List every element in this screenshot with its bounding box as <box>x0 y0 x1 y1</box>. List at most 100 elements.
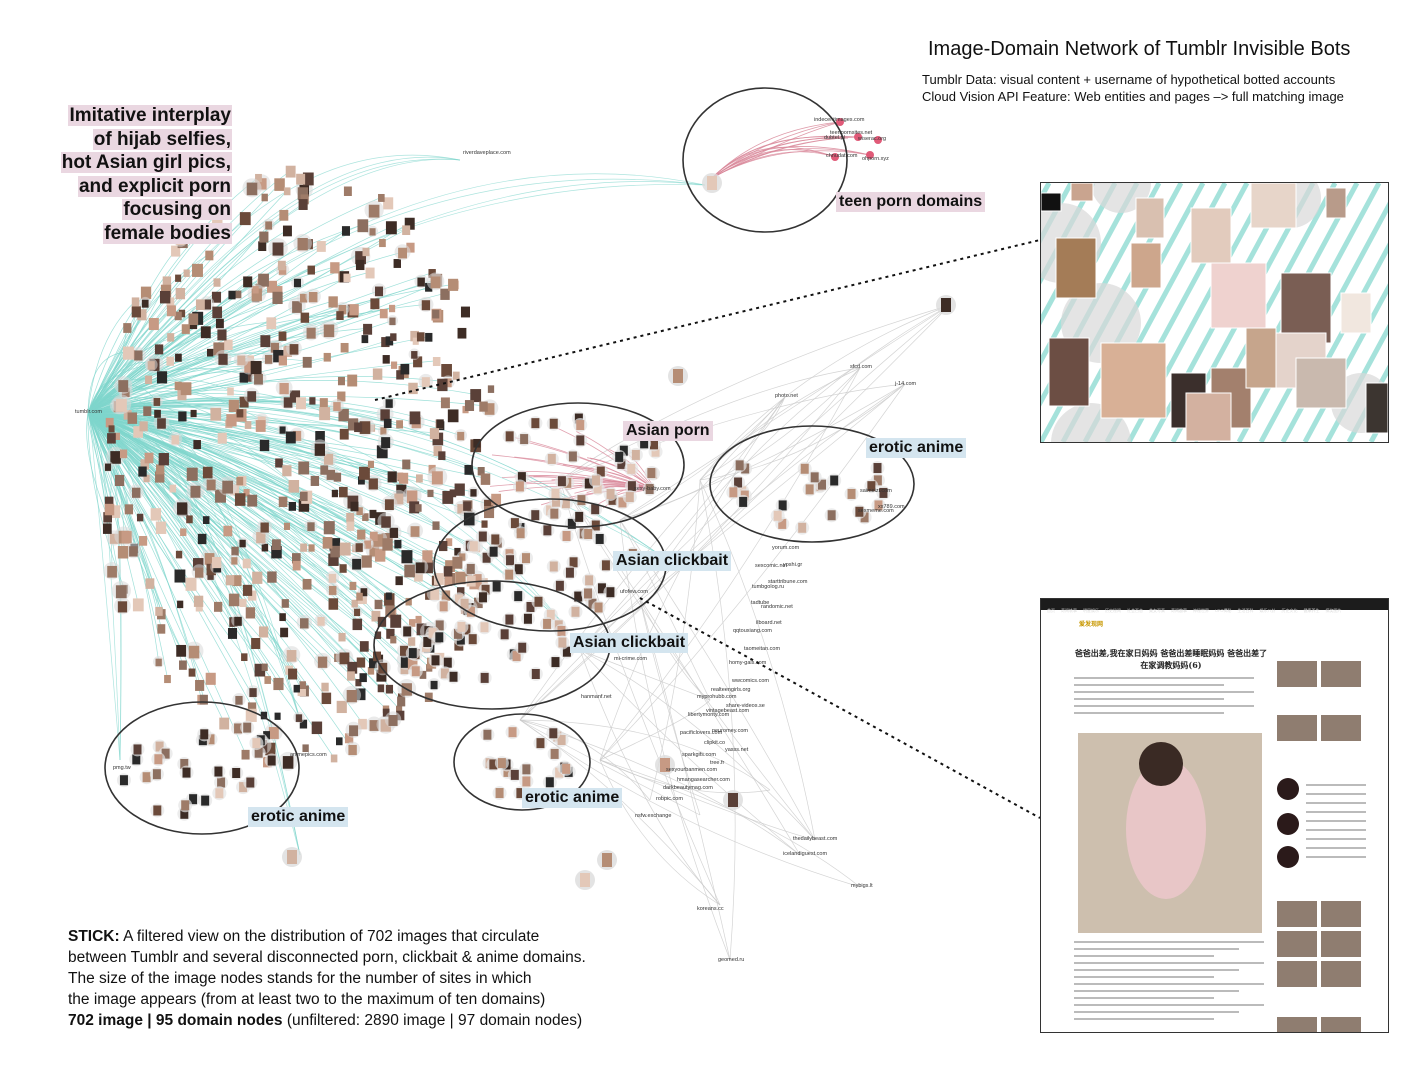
image-node <box>571 606 580 617</box>
image-node <box>302 578 312 590</box>
image-node <box>778 500 787 511</box>
image-node <box>431 655 440 666</box>
zoomed-image-node <box>1130 242 1162 289</box>
image-node <box>377 684 385 693</box>
image-node <box>433 445 442 457</box>
image-node <box>362 247 370 257</box>
image-node <box>215 788 224 799</box>
image-node <box>456 587 465 597</box>
caption-stick-label: STICK: <box>68 928 120 945</box>
image-node <box>323 453 334 465</box>
image-node <box>536 738 545 749</box>
domain-edge <box>579 649 801 856</box>
image-node <box>376 445 388 459</box>
image-node <box>400 363 410 375</box>
image-node <box>133 426 144 438</box>
zoomed-image-node <box>1070 183 1094 202</box>
image-node <box>239 539 246 548</box>
image-node <box>454 483 465 496</box>
image-node <box>454 594 463 605</box>
domain-label: neuromey.com <box>712 728 748 734</box>
image-node <box>176 644 187 657</box>
tumblr-edge <box>87 177 259 414</box>
domain-edge <box>639 599 711 701</box>
image-node <box>254 663 266 677</box>
image-node <box>505 569 514 580</box>
image-node <box>516 528 525 539</box>
tumblr-edge <box>87 412 408 556</box>
image-node <box>256 532 266 544</box>
webpage-nav-item: UFO揭秘 <box>1215 608 1232 613</box>
image-node <box>395 576 403 586</box>
image-node <box>352 618 363 631</box>
image-node <box>218 353 228 365</box>
image-node <box>470 489 477 497</box>
image-node <box>143 406 152 416</box>
image-node <box>422 550 433 563</box>
image-node <box>161 748 170 759</box>
image-node <box>336 700 347 714</box>
image-node <box>466 575 476 587</box>
image-node <box>860 512 869 523</box>
image-node <box>484 403 495 415</box>
image-node <box>558 637 567 648</box>
image-node <box>183 269 190 277</box>
cluster-outline <box>453 713 591 811</box>
image-node <box>368 478 378 490</box>
image-node <box>225 575 235 586</box>
annotation-line: of hijab selfies, <box>92 128 232 150</box>
image-node <box>108 425 115 433</box>
text-line <box>1074 677 1254 679</box>
image-node <box>444 576 453 586</box>
image-node <box>546 609 555 620</box>
image-node <box>298 461 310 475</box>
image-node <box>406 490 418 504</box>
cluster-outline <box>104 701 300 835</box>
image-node <box>202 516 210 524</box>
image-node <box>175 353 182 362</box>
image-node <box>453 628 462 639</box>
image-node <box>358 476 365 485</box>
image-node <box>457 327 467 339</box>
domain-label: tumblr.com <box>75 409 102 415</box>
image-node <box>408 382 418 395</box>
domain-label: darkbeautymag.com <box>663 785 713 791</box>
image-node <box>268 727 279 739</box>
image-node <box>482 552 491 563</box>
image-node <box>299 681 306 690</box>
porn-edge <box>518 439 656 491</box>
image-node <box>349 304 359 316</box>
domain-label: sexy-baby.com <box>634 486 671 492</box>
annotation-line: focusing on <box>122 199 232 220</box>
image-node <box>460 598 469 609</box>
image-node <box>123 323 132 333</box>
image-node <box>335 737 343 746</box>
domain-label: thedailybeast.com <box>793 836 838 842</box>
tumblr-edge <box>87 412 460 645</box>
image-node <box>232 575 242 587</box>
image-node <box>368 204 380 218</box>
domain-label: homy-gals.com <box>729 660 767 666</box>
caption-line: the image appears (from at least two to … <box>68 991 546 1008</box>
domain-label: sexcomic.net <box>755 563 788 569</box>
image-node <box>492 581 501 592</box>
image-node <box>508 727 517 738</box>
image-node <box>234 723 243 734</box>
image-node <box>236 477 244 486</box>
image-node <box>517 472 526 483</box>
image-node <box>104 463 112 471</box>
image-node <box>827 510 836 521</box>
image-node <box>421 300 431 311</box>
article-photo-figure <box>1126 759 1206 899</box>
tumblr-edge <box>87 412 160 662</box>
image-node <box>131 297 140 307</box>
image-node <box>278 496 288 508</box>
image-node <box>584 588 593 599</box>
image-node <box>339 564 347 573</box>
image-node <box>443 657 452 668</box>
image-node <box>309 397 316 405</box>
image-node <box>298 499 310 512</box>
image-node <box>323 521 335 535</box>
text-line <box>1306 820 1366 822</box>
zoomed-image-node <box>1340 292 1372 334</box>
